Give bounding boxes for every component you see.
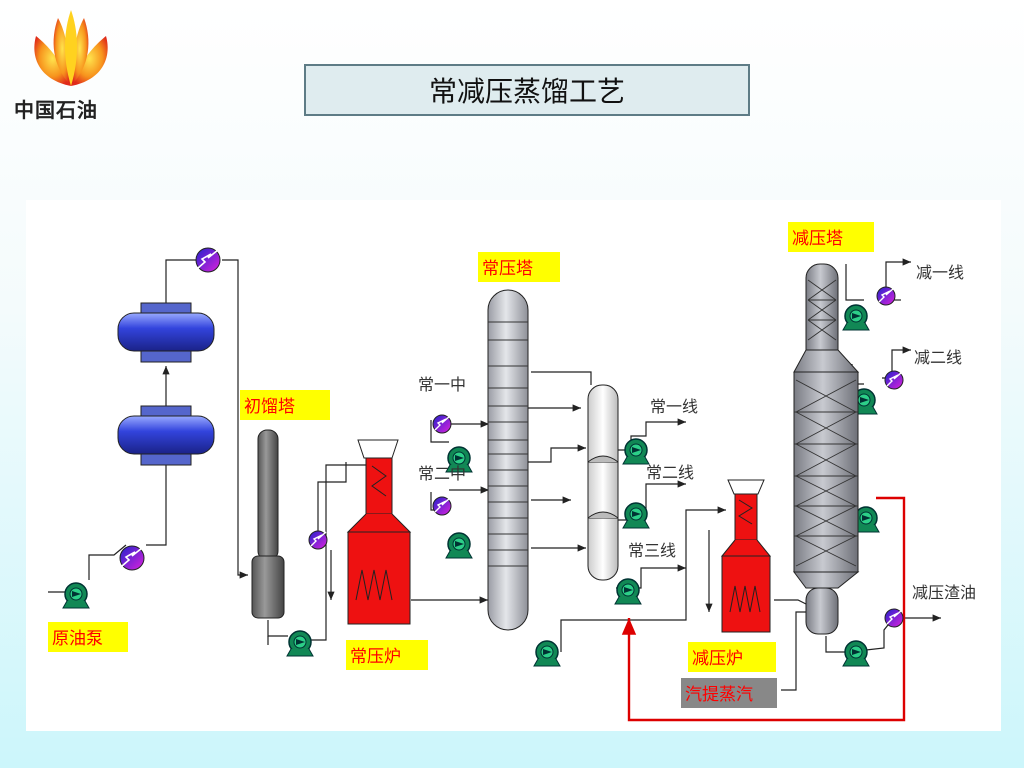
label-crude-pump: 原油泵: [48, 622, 128, 652]
label-atm-line-2: 常二线: [646, 463, 694, 482]
svg-text:原油泵: 原油泵: [52, 629, 103, 649]
label-initial-column: 初馏塔: [240, 390, 330, 420]
svg-text:常压炉: 常压炉: [350, 647, 401, 667]
label-atm-line-3: 常三线: [628, 541, 676, 560]
crude-drum-upper: [117, 302, 215, 363]
label-atm-furnace: 常压炉: [346, 640, 428, 670]
recycle-line: [621, 496, 906, 722]
label-vac-column: 减压塔: [788, 222, 874, 252]
atm-column: [487, 289, 529, 631]
vac-column: [793, 263, 860, 635]
crude-pump-icon: [62, 582, 90, 609]
heat-exchanger-initial: [308, 530, 328, 550]
heat-exchanger-vac-1: [876, 286, 896, 306]
initial-column: [251, 429, 285, 619]
line-2-pump-icon: [622, 502, 650, 529]
process-flow-diagram: 原油泵 初馏塔 常压炉 常压塔 减压炉 减压塔 汽提蒸汽 常一中 常二中 常一线…: [48, 222, 976, 722]
side-stripper: [587, 384, 619, 581]
label-atm-line-1: 常一线: [650, 397, 698, 416]
vac-1-pump-icon: [842, 304, 870, 331]
heat-exchanger-feed: [119, 545, 145, 571]
label-atm-circ-1: 常一中: [418, 375, 466, 394]
heat-exchanger-top: [195, 247, 221, 273]
crude-drum-lower: [117, 405, 215, 466]
page-title: 常减压蒸馏工艺: [304, 64, 750, 116]
heat-exchanger-vac-2: [884, 370, 904, 390]
logo-text: 中国石油: [14, 98, 98, 122]
heat-exchanger-circ-1: [432, 414, 452, 434]
svg-text:常压塔: 常压塔: [482, 259, 533, 279]
process-diagram-panel: 原油泵 初馏塔 常压炉 常压塔 减压炉 减压塔 汽提蒸汽 常一中 常二中 常一线…: [26, 200, 1001, 731]
label-vac-residue: 减压渣油: [912, 583, 976, 602]
label-atm-column: 常压塔: [478, 252, 560, 282]
svg-text:初馏塔: 初馏塔: [244, 397, 295, 417]
label-vac-line-1: 减一线: [916, 263, 964, 282]
vac-furnace: [720, 479, 772, 633]
initial-bottoms-pump-icon: [286, 630, 314, 657]
heat-exchanger-residue: [884, 608, 904, 628]
line-3-pump-icon: [614, 578, 642, 605]
petrochina-logo: [34, 10, 108, 86]
label-vac-line-2: 减二线: [914, 348, 962, 367]
circ-2-pump-icon: [445, 532, 473, 559]
label-atm-circ-2: 常二中: [418, 464, 466, 483]
atm-bottoms-pump-icon: [533, 640, 561, 667]
svg-text:减压炉: 减压炉: [692, 649, 743, 669]
line-1-pump-icon: [622, 438, 650, 465]
label-stripping-steam: 汽提蒸汽: [681, 678, 777, 708]
vac-residue-pump-icon: [842, 640, 870, 667]
atm-furnace: [346, 439, 412, 625]
svg-text:减压塔: 减压塔: [792, 229, 843, 249]
label-vac-furnace: 减压炉: [688, 642, 776, 672]
svg-text:汽提蒸汽: 汽提蒸汽: [685, 685, 753, 705]
heat-exchanger-circ-2: [432, 496, 452, 516]
